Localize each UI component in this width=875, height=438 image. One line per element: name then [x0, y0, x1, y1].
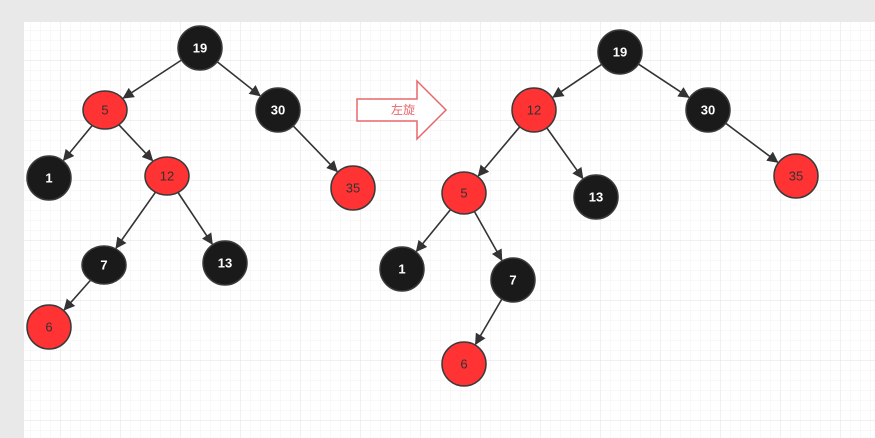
node-before-7-label: 7 — [100, 258, 107, 273]
node-before-30-circle[interactable] — [255, 87, 301, 133]
edges-layer — [62, 59, 779, 346]
node-before-7[interactable]: 7 — [81, 245, 127, 285]
node-before-35[interactable]: 35 — [330, 165, 376, 211]
rotation-arrow-label: 左旋 — [391, 102, 415, 117]
node-after-13[interactable]: 13 — [573, 174, 619, 220]
node-after-6-label: 6 — [460, 357, 467, 372]
node-before-12-circle[interactable] — [144, 156, 190, 196]
node-before-5[interactable]: 5 — [82, 90, 128, 130]
node-before-1[interactable]: 1 — [26, 155, 72, 201]
node-after-30[interactable]: 30 — [685, 87, 731, 133]
edge-after-12-to-13[interactable] — [546, 127, 584, 180]
node-after-30-circle[interactable] — [685, 87, 731, 133]
edge-before-19-to-5[interactable] — [122, 59, 183, 99]
node-after-12-circle[interactable] — [511, 87, 557, 133]
node-after-5[interactable]: 5 — [441, 171, 487, 215]
edge-after-19-to-30[interactable] — [637, 63, 690, 98]
node-after-19[interactable]: 19 — [597, 29, 643, 75]
node-before-35-label: 35 — [346, 181, 360, 196]
node-after-13-circle[interactable] — [573, 174, 619, 220]
node-after-12-label: 12 — [527, 103, 541, 118]
node-before-19-circle[interactable] — [177, 25, 223, 71]
node-after-6[interactable]: 6 — [441, 341, 487, 387]
edge-after-30-to-35[interactable] — [725, 122, 779, 163]
node-before-1-label: 1 — [45, 171, 52, 186]
rotation-arrow-shape[interactable] — [356, 79, 448, 141]
node-after-5-label: 5 — [460, 186, 467, 201]
node-before-12[interactable]: 12 — [144, 156, 190, 196]
edge-before-19-to-30[interactable] — [216, 61, 261, 97]
node-before-6-label: 6 — [45, 320, 52, 335]
node-after-12[interactable]: 12 — [511, 87, 557, 133]
node-after-30-label: 30 — [701, 103, 715, 118]
rotation-arrow[interactable]: 左旋 — [356, 79, 448, 141]
node-after-35-label: 35 — [789, 169, 803, 184]
node-after-5-circle[interactable] — [441, 171, 487, 215]
edge-before-30-to-35[interactable] — [292, 125, 338, 173]
edge-after-12-to-5[interactable] — [477, 126, 521, 177]
node-after-19-label: 19 — [613, 45, 627, 60]
node-before-19-label: 19 — [193, 41, 207, 56]
edge-before-12-to-7[interactable] — [115, 191, 157, 249]
node-after-7-label: 7 — [509, 273, 516, 288]
edge-after-19-to-12[interactable] — [552, 63, 603, 98]
node-after-35-circle[interactable] — [773, 153, 819, 199]
edge-before-5-to-1[interactable] — [62, 124, 93, 162]
node-before-12-label: 12 — [160, 169, 174, 184]
node-after-7[interactable]: 7 — [490, 257, 536, 303]
node-after-1-circle[interactable] — [379, 246, 425, 292]
node-before-13[interactable]: 13 — [202, 240, 248, 286]
node-after-19-circle[interactable] — [597, 29, 643, 75]
edge-before-12-to-13[interactable] — [177, 192, 213, 245]
node-before-1-circle[interactable] — [26, 155, 72, 201]
node-before-5-label: 5 — [101, 103, 108, 118]
edge-before-5-to-12[interactable] — [118, 124, 154, 162]
node-before-13-label: 13 — [218, 256, 232, 271]
node-after-6-circle[interactable] — [441, 341, 487, 387]
node-before-30[interactable]: 30 — [255, 87, 301, 133]
edge-after-5-to-1[interactable] — [415, 209, 452, 253]
node-before-19[interactable]: 19 — [177, 25, 223, 71]
node-before-30-label: 30 — [271, 103, 285, 118]
node-before-7-circle[interactable] — [81, 245, 127, 285]
node-before-6[interactable]: 6 — [26, 304, 72, 350]
node-before-5-circle[interactable] — [82, 90, 128, 130]
node-after-35[interactable]: 35 — [773, 153, 819, 199]
node-before-35-circle[interactable] — [330, 165, 376, 211]
edge-after-5-to-7[interactable] — [473, 211, 503, 261]
node-before-6-circle[interactable] — [26, 304, 72, 350]
node-after-1[interactable]: 1 — [379, 246, 425, 292]
edge-after-7-to-6[interactable] — [474, 298, 503, 346]
node-after-1-label: 1 — [398, 262, 405, 277]
node-after-7-circle[interactable] — [490, 257, 536, 303]
node-after-13-label: 13 — [589, 190, 603, 205]
node-before-13-circle[interactable] — [202, 240, 248, 286]
nodes-layer: 19 5 30 1 12 35 7 13 6 19 12 30 5 13 35 1 7 6 — [26, 25, 819, 387]
edge-before-7-to-6[interactable] — [63, 279, 92, 311]
